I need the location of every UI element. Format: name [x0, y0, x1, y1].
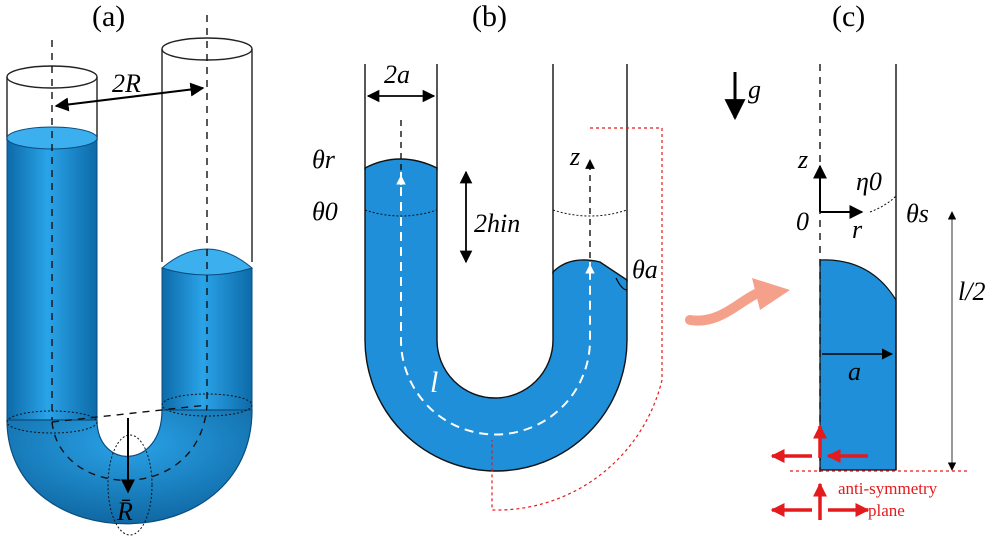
- panel-a-label: (a): [92, 0, 125, 33]
- panel-b-theta-a-arc: [615, 277, 628, 291]
- anti-symmetry-arrows-bottom: [770, 482, 870, 520]
- gravity-label: g: [748, 75, 761, 104]
- transition-arrow-head: [752, 278, 790, 310]
- panel-b-2a-label: 2a: [384, 60, 410, 89]
- panel-b-fluid: [364, 158, 628, 472]
- panel-b-domain-outline: [491, 127, 663, 511]
- panel-c-label: (c): [832, 0, 865, 33]
- panel-c-eta0-label: η0: [856, 167, 882, 196]
- panel-c-r-label: r: [852, 215, 863, 244]
- panel-a-2R-label: 2R: [112, 69, 141, 98]
- panel-c-initial-meniscus: [869, 195, 897, 213]
- panel-b-path-l: [400, 172, 591, 436]
- panel-a-section-bend: [107, 434, 153, 536]
- panel-b: (b) 2a l z 2hin θr θ0 θa: [312, 0, 663, 511]
- panel-c-origin-label: 0: [796, 207, 809, 236]
- panel-a-2R-arrow: [54, 82, 205, 112]
- panel-c-l-half-label: l/2: [958, 277, 985, 306]
- panel-b-theta-a-label: θa: [632, 255, 658, 284]
- transition-arrow: [685, 287, 765, 326]
- panel-a-Rbar-label: R̄: [116, 497, 133, 526]
- panel-c-a-label: a: [848, 357, 861, 386]
- anti-symmetry-arrows-top: [770, 424, 868, 463]
- panel-b-walls: [364, 64, 628, 282]
- panel-b-initial-level-left: [364, 209, 438, 217]
- panel-b-2hin-label: 2hin: [474, 209, 520, 238]
- anti-symmetry-label-2: plane: [868, 501, 905, 520]
- panel-a-bend: [6, 409, 253, 525]
- panel-c-theta-s-label: θs: [906, 199, 929, 228]
- panel-b-initial-level-right: [552, 209, 628, 217]
- panel-a-glass-right: [161, 37, 253, 262]
- panel-b-label: (b): [472, 0, 507, 33]
- panel-a: (a) 2R R̄: [6, 0, 254, 536]
- panel-c-z-label: z: [797, 145, 808, 174]
- panel-b-z-label: z: [569, 142, 580, 171]
- panel-b-theta-0-label: θ0: [312, 197, 338, 226]
- panel-b-theta-r-label: θr: [312, 145, 336, 174]
- panel-b-l-label: l: [430, 366, 438, 399]
- anti-symmetry-label-1: anti-symmetry: [838, 479, 938, 498]
- panel-c: (c) g z r 0 η0 θs l/2 a: [724, 0, 985, 520]
